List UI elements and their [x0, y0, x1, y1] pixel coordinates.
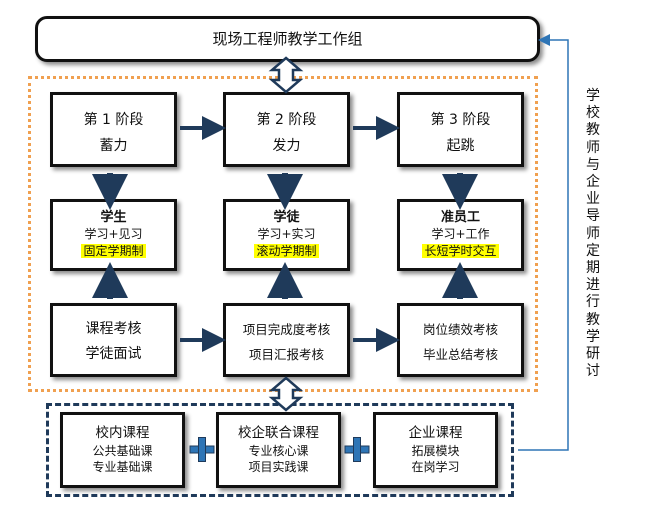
stage-1-box: 第 1 阶段 蓄力 — [50, 92, 177, 167]
assessment-3-line2: 毕业总结考核 — [422, 347, 498, 362]
course-enterprise-item-2: 在岗学习 — [411, 460, 460, 474]
workgroup-title: 现场工程师教学工作组 — [212, 30, 363, 48]
stage-1-label: 第 1 阶段 — [83, 112, 144, 128]
course-joint-item-2: 项目实践课 — [248, 460, 309, 474]
course-enterprise-title: 企业课程 — [408, 425, 463, 441]
course-joint-box: 校企联合课程 专业核心课 项目实践课 — [216, 412, 341, 488]
course-school-box: 校内课程 公共基础课 专业基础课 — [60, 412, 185, 488]
course-enterprise-item-1: 拓展模块 — [411, 444, 460, 458]
plus-icon-2 — [344, 437, 370, 462]
role-apprentice-highlight: 滚动学期制 — [254, 244, 319, 258]
course-school-title: 校内课程 — [95, 425, 150, 441]
assessment-2-line1: 项目完成度考核 — [242, 322, 331, 337]
course-joint-title: 校企联合课程 — [238, 425, 319, 441]
role-quasi-employee-highlight: 长短学时交互 — [422, 244, 499, 258]
stage-2-name: 发力 — [272, 138, 301, 154]
role-quasi-employee-title: 准员工 — [440, 210, 480, 225]
assessment-1-line2: 学徒面试 — [85, 346, 142, 362]
stage-2-box: 第 2 阶段 发力 — [223, 92, 350, 167]
role-student-box: 学生 学习+见习 固定学期制 — [50, 199, 177, 271]
feedback-loop-line — [518, 34, 569, 451]
course-enterprise-box: 企业课程 拓展模块 在岗学习 — [373, 412, 498, 488]
assessment-2-line2: 项目汇报考核 — [248, 347, 324, 362]
role-student-sub: 学习+见习 — [84, 227, 143, 241]
assessment-3-line1: 岗位绩效考核 — [422, 322, 498, 337]
course-joint-item-1: 专业核心课 — [248, 444, 309, 458]
stage-3-name: 起跳 — [446, 138, 475, 154]
role-quasi-employee-sub: 学习+工作 — [431, 227, 490, 241]
stage-2-label: 第 2 阶段 — [256, 112, 317, 128]
role-apprentice-sub: 学习+实习 — [257, 227, 316, 241]
role-apprentice-title: 学徒 — [273, 210, 300, 225]
assessment-1-box: 课程考核 学徒面试 — [50, 303, 177, 377]
stage-3-box: 第 3 阶段 起跳 — [397, 92, 524, 167]
plus-icon-1 — [189, 437, 215, 462]
assessment-1-line1: 课程考核 — [85, 321, 142, 337]
workgroup-stages-double-arrow — [268, 56, 304, 94]
stages-courses-double-arrow — [268, 376, 304, 412]
stage-3-label: 第 3 阶段 — [430, 112, 491, 128]
role-student-highlight: 固定学期制 — [81, 244, 146, 258]
stage-1-name: 蓄力 — [99, 138, 128, 154]
side-note-vertical: 学校教师与企业导师定期进行教学研讨 — [586, 88, 600, 380]
role-student-title: 学生 — [100, 210, 127, 225]
course-school-item-2: 专业基础课 — [92, 460, 153, 474]
course-school-item-1: 公共基础课 — [92, 444, 153, 458]
assessment-2-box: 项目完成度考核 项目汇报考核 — [223, 303, 350, 377]
